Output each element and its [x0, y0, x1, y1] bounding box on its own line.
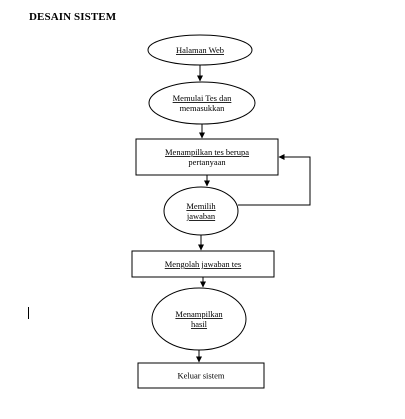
arrow-memilih-jawaban-to-menampilkan-tes: [238, 154, 311, 206]
node-label-memilih-jawaban-2: jawaban: [186, 211, 216, 221]
node-label-memulai-tes-2: memasukkan: [180, 103, 226, 113]
node-label-mengolah-jawaban-1: Mengolah jawaban tes: [165, 259, 241, 269]
node-label-menampilkan-hasil-2: hasil: [191, 319, 208, 329]
node-label-menampilkan-tes-1: Menampilkan tes berupa: [165, 147, 249, 157]
page-title: DESAIN SISTEM: [29, 11, 117, 23]
node-shape-menampilkan-tes: [135, 138, 279, 176]
node-halaman-web: Halaman Web: [147, 34, 253, 66]
node-shape-menampilkan-hasil: [151, 287, 247, 351]
node-label-memulai-tes-1: Memulai Tes dan: [173, 93, 232, 103]
node-shape-mengolah-jawaban: [131, 250, 275, 278]
node-label-menampilkan-tes-2: pertanyaan: [188, 157, 226, 167]
node-label-halaman-web-1: Halaman Web: [176, 45, 224, 55]
node-shape-memulai-tes: [148, 81, 256, 125]
node-mengolah-jawaban: Mengolah jawaban tes: [131, 250, 275, 278]
text-cursor: [28, 307, 29, 319]
node-label-memilih-jawaban-1: Memilih: [186, 201, 216, 211]
node-label-menampilkan-hasil-1: Menampilkan: [175, 309, 223, 319]
node-shape-halaman-web: [147, 34, 253, 66]
node-shape-memilih-jawaban: [163, 186, 239, 236]
node-label-keluar-sistem-1: Keluar sistem: [178, 371, 225, 381]
node-shape-keluar-sistem: [137, 362, 265, 389]
node-keluar-sistem: Keluar sistem: [137, 362, 265, 389]
